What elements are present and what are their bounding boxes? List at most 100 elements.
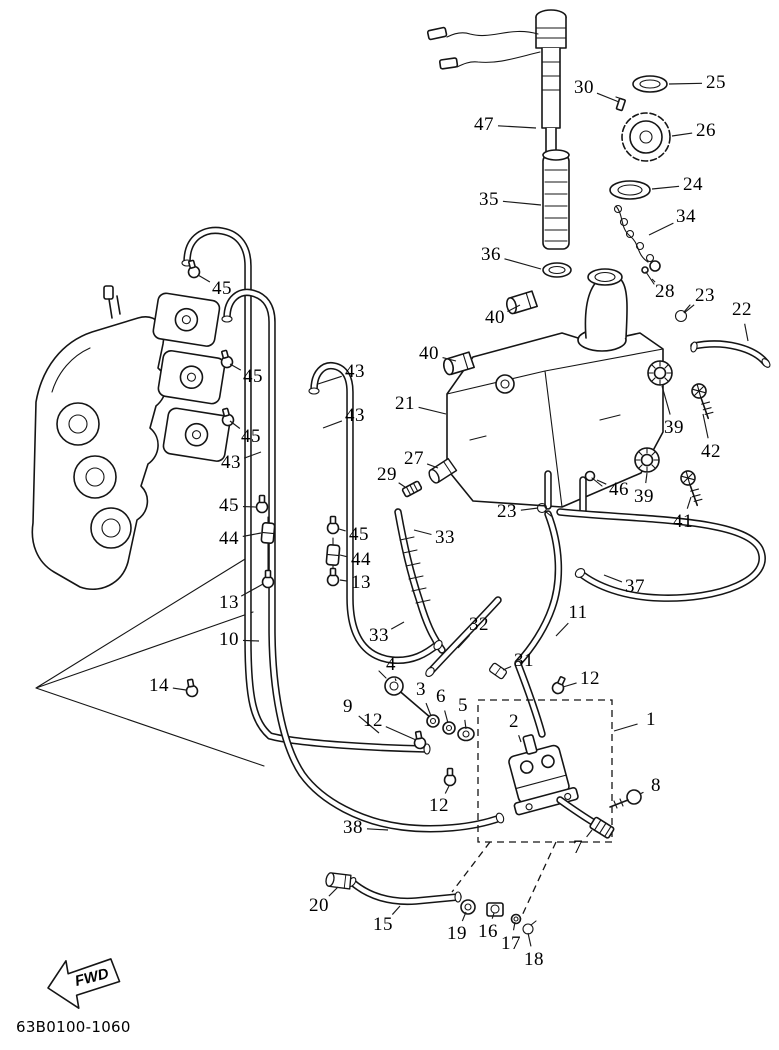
outlet-fitting	[589, 816, 615, 839]
part-label-20: 20	[309, 895, 329, 916]
check-valve-icon	[488, 661, 508, 681]
part-label-3: 3	[416, 679, 426, 700]
elbow-fitting-icon	[324, 869, 354, 892]
part-label-6: 6	[436, 686, 446, 707]
part-label-43: 43	[221, 452, 241, 473]
gauge-wire	[446, 30, 539, 38]
part-label-29: 29	[377, 464, 397, 485]
part-label-34: 34	[676, 206, 696, 227]
part-label-33: 33	[369, 625, 389, 646]
bolt-icon	[685, 381, 720, 420]
hose-pump-inlet	[514, 660, 546, 738]
part-label-12: 12	[363, 710, 383, 731]
part-label-22: 22	[732, 299, 752, 320]
part-label-19: 19	[447, 923, 467, 944]
union-fitting	[486, 902, 504, 917]
oil-tank	[446, 268, 664, 514]
wire-connector	[426, 26, 448, 41]
part-label-33: 33	[435, 527, 455, 548]
part-label-44: 44	[351, 549, 371, 570]
filler-cap	[621, 112, 671, 162]
part-label-39: 39	[664, 417, 684, 438]
part-label-13: 13	[219, 592, 239, 613]
part-label-5: 5	[458, 695, 468, 716]
part-label-11: 11	[568, 602, 588, 623]
hose-11	[514, 510, 563, 667]
cap-washer	[632, 75, 668, 93]
part-label-39: 39	[634, 486, 654, 507]
cap-screw	[615, 96, 626, 112]
hose-43-a	[183, 226, 430, 753]
part-label-42: 42	[701, 441, 721, 462]
oil-pump-assembly	[378, 670, 642, 921]
part-label-13: 13	[351, 572, 371, 593]
part-label-28: 28	[655, 281, 675, 302]
washer-icon	[510, 913, 522, 925]
part-label-38: 38	[343, 817, 363, 838]
part-label-12: 12	[429, 795, 449, 816]
clamp-icon	[326, 567, 340, 587]
wire-connector	[438, 57, 459, 70]
part-label-18: 18	[524, 949, 544, 970]
part-label-8: 8	[651, 775, 661, 796]
part-label-45: 45	[349, 524, 369, 545]
part-label-4: 4	[386, 654, 396, 675]
hoses	[181, 226, 771, 906]
part-label-10: 10	[219, 629, 239, 650]
cap-chain	[613, 204, 661, 272]
engine-stud	[103, 285, 114, 300]
gauge-wire	[456, 51, 541, 68]
clamp-icon	[255, 494, 269, 514]
part-label-2: 2	[509, 711, 519, 732]
fittings	[183, 258, 720, 935]
hose-32	[426, 596, 502, 676]
grommet-icon	[634, 447, 660, 473]
part-label-14: 14	[149, 675, 169, 696]
part-label-9: 9	[343, 696, 353, 717]
nipple-fitting	[401, 480, 423, 498]
banjo-bolt	[609, 789, 642, 809]
part-label-21: 21	[395, 393, 415, 414]
hose-43-c	[310, 361, 442, 665]
clamp-icon	[443, 767, 457, 787]
part-label-23: 23	[497, 501, 517, 522]
part-label-31: 31	[514, 650, 534, 671]
diagram-code: 63B0100-1060	[16, 1018, 131, 1036]
hose-22	[690, 340, 770, 367]
hose-33	[394, 508, 446, 654]
part-label-45: 45	[212, 278, 232, 299]
part-label-30: 30	[574, 77, 594, 98]
cap-gasket	[609, 180, 651, 200]
oil-pump-body	[508, 734, 579, 816]
oil-level-gauge	[426, 9, 567, 153]
part-label-41: 41	[673, 511, 693, 532]
part-label-46: 46	[609, 479, 629, 500]
part-label-45: 45	[219, 495, 239, 516]
check-valve-icon	[260, 521, 276, 545]
part-label-27: 27	[404, 448, 424, 469]
small-bolt	[584, 470, 603, 487]
oil-filler-parts	[426, 9, 691, 323]
part-label-37: 37	[625, 576, 645, 597]
bolt-icon	[674, 468, 709, 507]
part-label-25: 25	[706, 72, 726, 93]
part-label-44: 44	[219, 528, 239, 549]
part-label-36: 36	[481, 244, 501, 265]
clamp-icon	[549, 674, 569, 697]
fwd-arrow: FWD	[47, 958, 121, 1009]
part-label-45: 45	[241, 426, 261, 447]
part-label-45: 45	[243, 366, 263, 387]
washer-icon	[460, 899, 476, 915]
grommet-icon	[647, 360, 673, 386]
part-label-1: 1	[646, 709, 656, 730]
part-label-40: 40	[485, 307, 505, 328]
carburetor-bank	[152, 292, 231, 462]
leader-lines	[172, 82, 749, 947]
chain-pin	[641, 266, 655, 285]
clamp-icon	[183, 677, 200, 699]
clip-icon	[674, 304, 691, 323]
part-label-43: 43	[345, 361, 365, 382]
check-valve-icon	[325, 543, 341, 567]
